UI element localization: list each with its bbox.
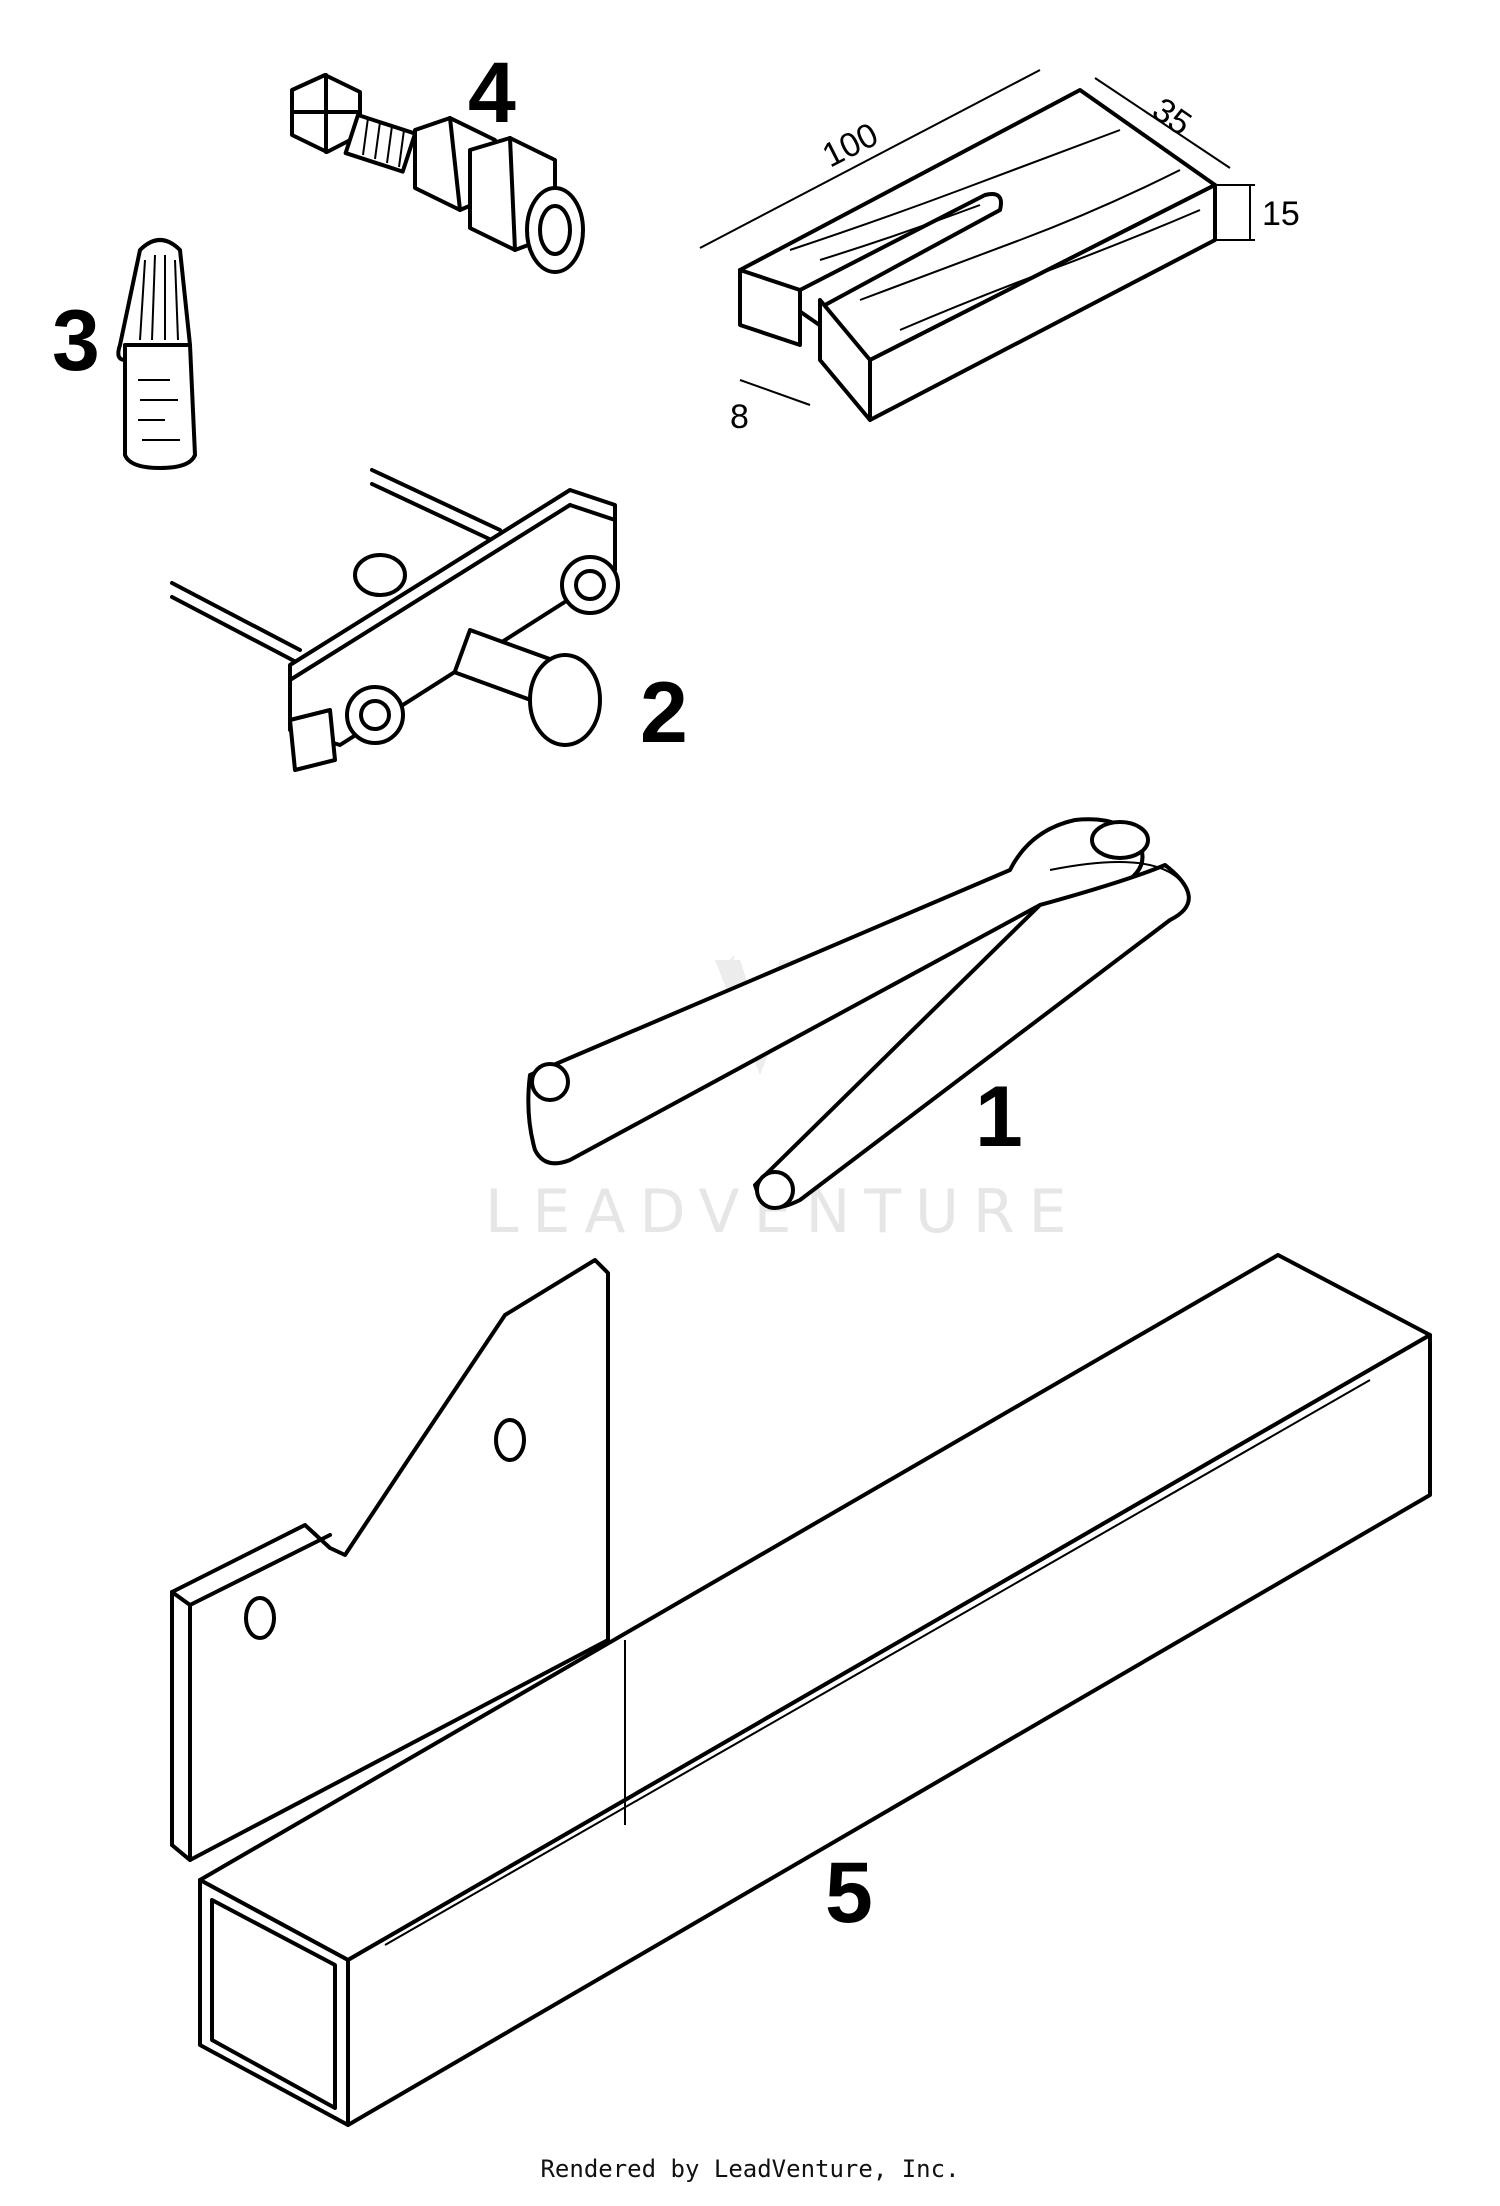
- wooden-block-icon: [699, 69, 1255, 422]
- part-number-2: 2: [640, 665, 688, 761]
- dimension-height: 15: [1262, 195, 1300, 233]
- holding-fixture-icon: [170, 1253, 1432, 2127]
- compound-tube-icon: [116, 238, 197, 470]
- footer-credit: Rendered by LeadVenture, Inc.: [540, 2155, 960, 2183]
- part-number-1: 1: [975, 1069, 1023, 1165]
- dimension-slot: 8: [730, 398, 749, 436]
- dimension-width: 35: [1145, 90, 1198, 143]
- bolt-adapter-icon: [290, 73, 585, 274]
- part-number-5: 5: [825, 1845, 873, 1941]
- dimension-length: 100: [816, 116, 884, 176]
- part-number-4: 4: [468, 45, 516, 141]
- part-number-3: 3: [52, 293, 100, 389]
- puller-icon: [170, 468, 620, 772]
- pin-spanner-icon: [526, 817, 1191, 1210]
